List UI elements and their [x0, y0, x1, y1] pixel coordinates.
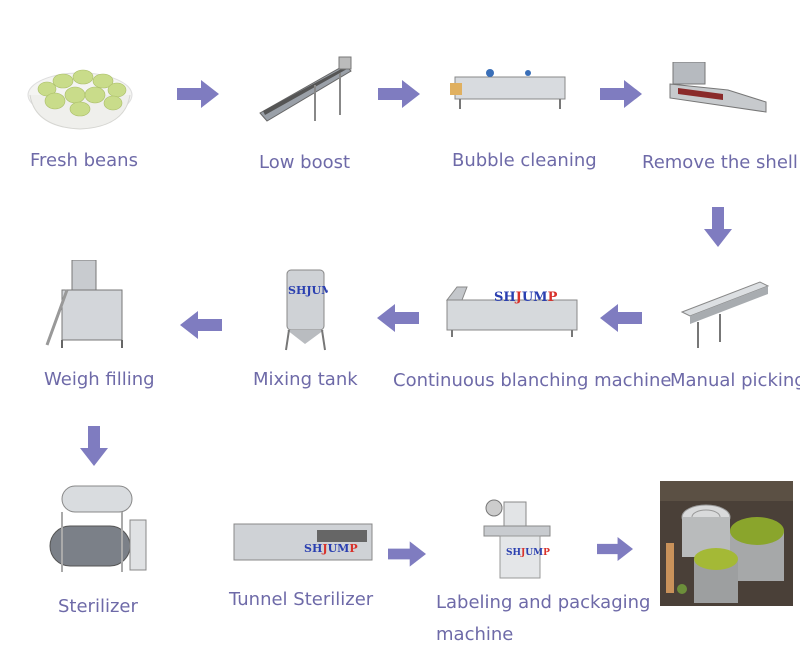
arrow-left-icon	[377, 304, 419, 332]
weigh-filler-icon	[45, 260, 123, 348]
step-label-low-boost: Low boost	[259, 152, 351, 173]
arrow-left-icon	[180, 311, 222, 339]
arrow-down-icon	[704, 207, 732, 247]
step-label-blanching: Continuous blanching machine	[393, 370, 672, 391]
arrow-right-icon	[600, 80, 642, 108]
arrow-right-icon	[597, 537, 633, 561]
arrow-down-icon	[80, 426, 108, 466]
step-label-bubble-cleaning: Bubble cleaning	[452, 150, 597, 171]
step-label-labeling-packaging: Labeling and packaging	[436, 592, 651, 613]
incline-conveyor-icon	[259, 56, 352, 122]
arrow-left-icon	[600, 304, 642, 332]
tunnel-sterilizer-icon: SHJUMP	[232, 518, 374, 568]
blancher-icon: SHJUMP	[442, 282, 582, 337]
bubble-washer-icon	[450, 69, 566, 109]
arrow-right-icon	[177, 80, 219, 108]
step-label-weigh-filling: Weigh filling	[44, 369, 155, 390]
picking-conveyor-icon	[680, 281, 770, 348]
step-label-mixing-tank: Mixing tank	[253, 369, 358, 390]
canned-peas-photo	[660, 481, 793, 606]
labeling-machine-icon: SHJUMP	[482, 498, 552, 580]
retort-sterilizer-icon	[49, 485, 147, 572]
svg-text:SHJUMP: SHJUMP	[288, 284, 328, 297]
step-label-tunnel-sterilizer: Tunnel Sterilizer	[229, 589, 374, 610]
step-label-labeling-packaging-line2: machine	[436, 624, 514, 645]
beans-bowl-icon	[27, 69, 133, 130]
mixing-tank-icon: SHJUMP	[285, 269, 328, 351]
brand-logo: SH	[494, 290, 516, 305]
step-label-manual-picking: Manual picking	[670, 370, 800, 391]
step-label-sterilizer: Sterilizer	[58, 596, 138, 617]
arrow-right-icon	[378, 80, 420, 108]
step-label-remove-shell: Remove the shell	[642, 152, 798, 173]
arrow-right-icon	[388, 541, 426, 567]
step-label-fresh-beans: Fresh beans	[30, 150, 138, 171]
sheller-machine-icon	[669, 62, 767, 113]
